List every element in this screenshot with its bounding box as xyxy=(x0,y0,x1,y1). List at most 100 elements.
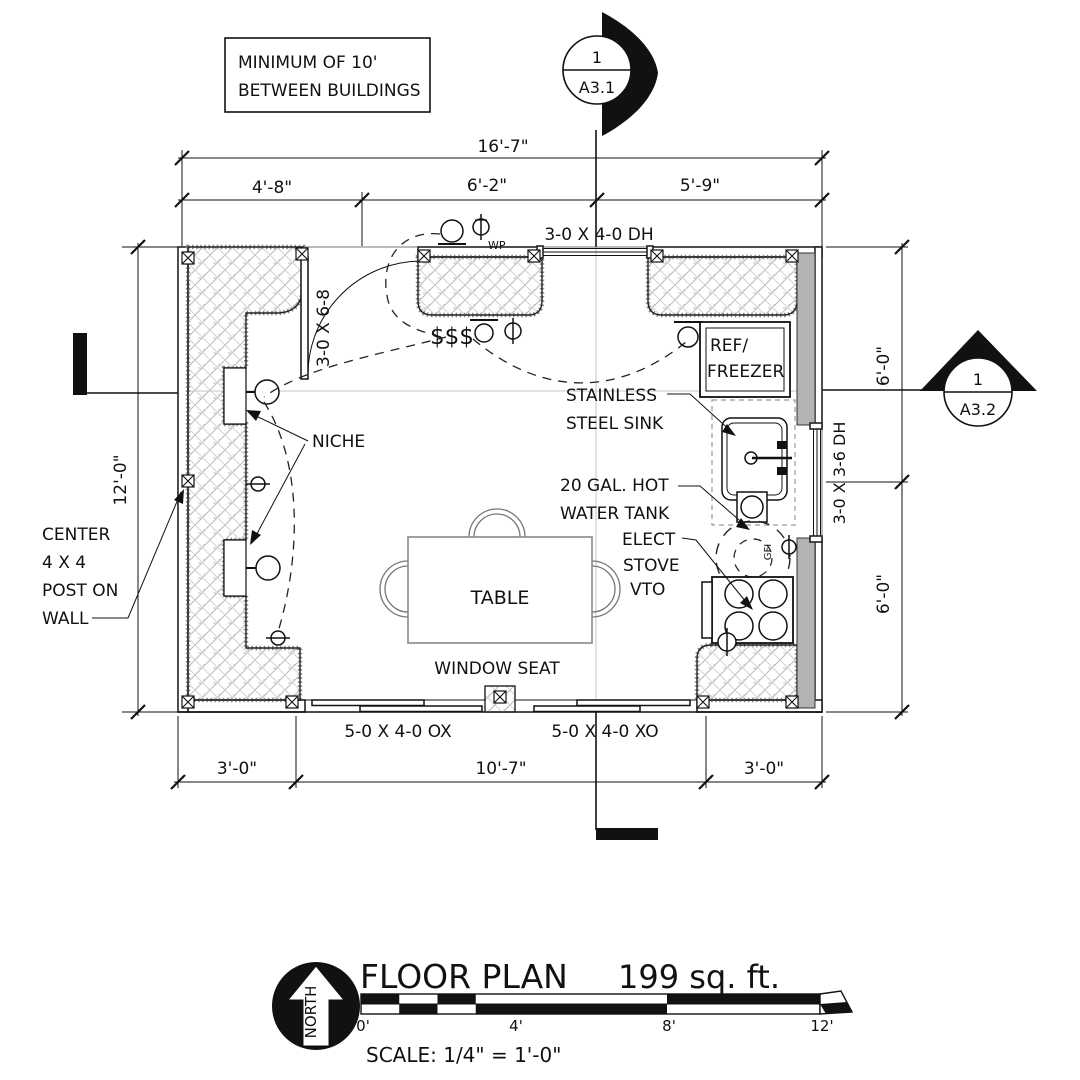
wp-label: WP xyxy=(488,239,506,252)
scale-tick-12: 12' xyxy=(810,1017,833,1035)
switches-label: $$$ xyxy=(430,324,474,350)
dining-set: TABLE xyxy=(379,508,621,644)
table-label: TABLE xyxy=(470,587,530,609)
marker-a32-number: 1 xyxy=(973,370,983,389)
sink-note-2: STEEL SINK xyxy=(566,414,664,434)
dim-top-left: 4'-8" xyxy=(252,178,292,198)
outlet-icon xyxy=(246,476,270,492)
title-block: NORTH FLOOR PLAN 199 sq. ft. 0' 4' 8' 12… xyxy=(272,957,854,1067)
top-window xyxy=(536,245,654,259)
dim-right-upper: 6'-0" xyxy=(874,346,894,386)
counter-top-right xyxy=(645,254,800,318)
drawing-area: 199 sq. ft. xyxy=(618,958,780,996)
north-arrow: NORTH xyxy=(272,962,360,1050)
chair xyxy=(468,508,526,538)
section-marker-a32: 1 A3.2 xyxy=(920,330,1037,427)
post-note-2: 4 X 4 xyxy=(42,553,86,573)
dim-left-height: 12'-0" xyxy=(111,454,131,505)
niche-light-icon xyxy=(255,555,281,581)
arrowhead-icon xyxy=(736,518,750,530)
stove-note-1: ELECT xyxy=(622,530,676,550)
scale-tick-8: 8' xyxy=(662,1017,676,1035)
ref-label-1: REF/ xyxy=(710,336,748,356)
note-box: MINIMUM OF 10' BETWEEN BUILDINGS xyxy=(224,37,431,113)
arrowhead-icon xyxy=(740,596,753,610)
burner xyxy=(724,611,754,641)
arrowhead-icon xyxy=(246,410,261,421)
section-tail-mark xyxy=(73,333,87,395)
niche-label: NICHE xyxy=(312,432,365,452)
tank-note-2: WATER TANK xyxy=(560,504,670,524)
door-swing-arc xyxy=(307,260,421,380)
north-arrow-icon xyxy=(286,965,346,1047)
sink-note-1: STAINLESS xyxy=(566,386,657,406)
arrowhead-icon xyxy=(174,489,184,504)
gfi-outlet-icon xyxy=(781,535,797,559)
wall-panel-lower xyxy=(796,537,816,709)
note-line-2: BETWEEN BUILDINGS xyxy=(238,81,421,101)
counter-top-left xyxy=(415,254,545,318)
dim-bottom-left: 3'-0" xyxy=(217,759,257,779)
scale-note: SCALE: 1/4" = 1'-0" xyxy=(366,1043,561,1067)
post-note-3: POST ON xyxy=(42,581,118,601)
section-tail-mark xyxy=(596,828,658,840)
graphic-scale-bar: 0' 4' 8' 12' xyxy=(356,990,854,1035)
electrical-symbols: WP $$$ GFI xyxy=(246,214,797,656)
dim-right-lower: 6'-0" xyxy=(874,574,894,614)
dim-top-right: 5'-9" xyxy=(680,176,720,196)
burner xyxy=(758,579,788,609)
door-leaf xyxy=(300,256,309,380)
gfi-label: GFI xyxy=(763,544,774,560)
counter-bottom-right xyxy=(694,642,800,703)
light-fixture-icon xyxy=(474,323,494,343)
bottom-window-right-label: 5-0 X 4-0 XO xyxy=(551,722,658,742)
wall-panel-upper xyxy=(796,252,816,426)
note-line-1: MINIMUM OF 10' xyxy=(238,53,377,73)
marker-a32-sheet: A3.2 xyxy=(960,400,996,419)
post-note-4: WALL xyxy=(42,609,89,629)
faucet-icon xyxy=(777,467,787,475)
chair xyxy=(591,560,621,618)
ref-label-2: FREEZER xyxy=(707,362,784,382)
niche-light-icon xyxy=(254,379,280,405)
left-wall-mass xyxy=(185,244,306,703)
arrowhead-icon xyxy=(722,424,736,436)
outlet-icon xyxy=(266,630,290,646)
ref-freezer: REF/ FREEZER xyxy=(699,321,791,398)
light-fixture-icon xyxy=(440,219,464,243)
window-sash xyxy=(533,705,641,713)
burner xyxy=(724,579,754,609)
niche-upper xyxy=(223,367,247,425)
niche-lower xyxy=(223,539,247,597)
dim-overall-width: 16'-7" xyxy=(477,137,528,157)
tank-note-1: 20 GAL. HOT xyxy=(560,476,669,496)
bottom-windows xyxy=(178,685,822,713)
sink-cabinet xyxy=(711,399,796,526)
outlet-icon xyxy=(717,628,737,656)
light-fixture-icon xyxy=(677,326,699,348)
wiring-arcs xyxy=(263,232,687,633)
post-note-1: CENTER xyxy=(42,525,110,545)
top-window-label: 3-0 X 4-0 DH xyxy=(544,225,653,245)
wp-outlet-icon xyxy=(472,214,490,240)
stove-note-2: STOVE xyxy=(623,556,680,576)
dim-top-mid: 6'-2" xyxy=(467,176,507,196)
opening-labels: 3-0 X 4-0 DH 3-0 X 6-8 3-0 X 3-6 DH 5-0 … xyxy=(314,225,849,742)
scale-tick-4: 4' xyxy=(509,1017,523,1035)
dimension-lines: 16'-7" 4'-8" 6'-2" 5'-9" 12'-0" 6'-0" 6'… xyxy=(111,137,910,790)
window-sash xyxy=(576,699,691,707)
hot-water-tank xyxy=(715,520,791,596)
dim-bottom-right: 3'-0" xyxy=(744,759,784,779)
door-label: 3-0 X 6-8 xyxy=(314,289,334,367)
arrowhead-icon xyxy=(250,530,261,545)
section-line-a31 xyxy=(595,130,658,840)
window-sash xyxy=(311,699,425,707)
window-sash xyxy=(359,705,483,713)
window-seat-label: WINDOW SEAT xyxy=(434,659,560,679)
dim-bottom-mid: 10'-7" xyxy=(475,759,526,779)
burner xyxy=(758,611,788,641)
outlet-icon xyxy=(504,318,522,344)
faucet-icon xyxy=(777,441,787,449)
